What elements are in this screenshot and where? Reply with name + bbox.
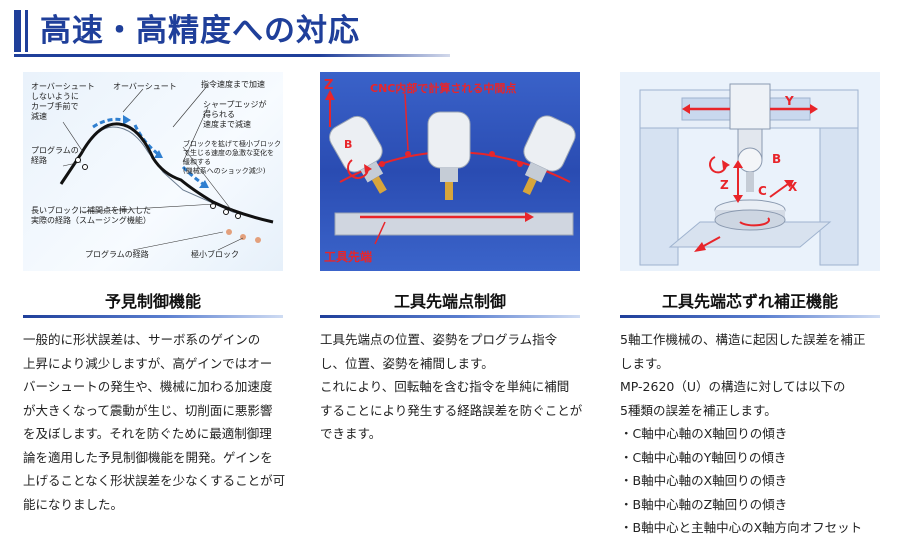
intermediate-point [405, 151, 411, 157]
label-program-path-left: プログラムの 経路 [31, 146, 79, 165]
intermediate-point [517, 161, 523, 167]
misalignment-diagram-svg [639, 83, 859, 266]
body-line: 5軸工作機械の、構造に起因した誤差を補正 [620, 332, 866, 347]
body-line: ・B軸中心軸のX軸回りの傾き [620, 473, 788, 488]
body-line: ・B軸中心と主軸中心のX軸方向オフセット [620, 520, 863, 535]
decel-arrow [181, 165, 204, 186]
section-title: 予見制御機能 [104, 292, 201, 311]
page-title: 高速・高精度への対応 [40, 13, 360, 49]
tool-tip-label: 工具先端 [324, 250, 373, 264]
tool-tip-leader [374, 221, 386, 245]
z-arrow-down [733, 195, 743, 203]
label-program-path-bottom: プログラムの経路 [85, 250, 149, 259]
body-line: バーシュートの発生や、機械に加わる加速度 [23, 379, 273, 394]
decel-arrow-head [199, 180, 209, 188]
lookahead-diagram-svg [59, 84, 274, 251]
y-axis-label: Y [785, 94, 794, 108]
label-interp-points: 長いブロックに補間点を挿入した 実際の経路（スムージング機能） [31, 206, 151, 225]
x-arrow [784, 180, 794, 188]
x-axis-label: X [788, 180, 798, 194]
y-arrow-left [682, 104, 690, 114]
spindle-head-right [522, 115, 576, 195]
workpiece-plate [334, 212, 574, 236]
tool-center-point-diagram: Z CNC内部で計算される中間点 B 工具先端 [320, 72, 580, 271]
tool-tip-arrow-head [525, 212, 534, 222]
body-line: MP-2620（U）の構造に対しては以下の [620, 379, 846, 394]
accel-arrow-1 [92, 117, 124, 129]
body-line: 5種類の誤差を補正します。 [620, 402, 777, 418]
path-point [235, 213, 241, 219]
cnc-point-label: CNC内部で計算される中間点 [370, 82, 517, 95]
section-body-misalignment: 5軸工作機械の、構造に起因した誤差を補正 します。 MP-2620（U）の構造に… [620, 328, 888, 540]
intermediate-point [489, 151, 495, 157]
x-arrow-table [694, 242, 706, 252]
actual-path-line [59, 122, 274, 224]
body-line: 論を適用した予見制御機能を開発。ゲインを [23, 449, 273, 465]
lookahead-control-diagram: オーバーシュート しないように カーブ手前で 減速 オーバーシュート 指令速度ま… [23, 72, 283, 271]
body-line: これにより、回転軸を含む指令を単純に補間 [320, 379, 570, 394]
path-point [223, 209, 229, 215]
title-underline [14, 54, 450, 57]
title-accent-bar-thin [25, 10, 28, 52]
body-line: 能になりました。 [23, 496, 124, 512]
path-point [82, 164, 88, 170]
body-line: が大きくなって震動が生じ、切削面に悪影響 [23, 402, 273, 418]
tool [746, 172, 754, 192]
section-body-lookahead: 一般的に形状誤差は、サーボ系のゲインの 上昇により減少しますが、高ゲインではオー… [23, 328, 288, 516]
section-heading-tcp: 工具先端点制御 [320, 290, 580, 318]
spindle-head-left [329, 115, 387, 194]
body-line: ・C軸中心軸のY軸回りの傾き [620, 449, 787, 465]
title-accent-bar [14, 10, 21, 52]
label-accel: 指令速度まで加速 [201, 80, 265, 89]
tcp-diagram-svg [325, 90, 576, 245]
body-line: ・C軸中心軸のX軸回りの傾き [620, 426, 788, 441]
section-title: 工具先端点制御 [393, 292, 506, 311]
body-line: 上げることなく形状誤差を少なくすることが可 [23, 473, 286, 488]
section-heading-lookahead: 予見制御機能 [23, 290, 283, 318]
accel-arrow-1-head [123, 115, 131, 125]
section-underline [23, 315, 283, 318]
label-sharp-edge: シャープエッジが 得られる 速度まで減速 [203, 100, 267, 129]
b-axis-label: B [772, 152, 782, 166]
accel-arrow-2-head [154, 150, 163, 158]
body-line: し、位置、姿勢を補間します。 [320, 355, 494, 371]
b-rotation-arrow [347, 159, 369, 179]
section-underline [620, 315, 880, 318]
b-axis-head [737, 147, 763, 173]
y-arrow-right [810, 104, 818, 114]
b-axis-label: B [344, 138, 353, 151]
body-line: することにより発生する経路誤差を防ぐことが [320, 402, 583, 418]
label-overshoot-avoid: オーバーシュート しないように カーブ手前で 減速 [31, 82, 95, 121]
path-point [210, 203, 216, 209]
b-rotation-arrow [709, 156, 728, 174]
z-axis-label: Z [720, 178, 729, 192]
section-heading-misalignment: 工具先端芯ずれ補正機能 [620, 290, 880, 318]
label-tiny-block: 極小ブロック [191, 250, 239, 259]
tiny-block-point [226, 229, 232, 235]
body-line: 一般的に形状誤差は、サーボ系のゲインの [23, 332, 261, 347]
section-body-tcp: 工具先端点の位置、姿勢をプログラム指令 し、位置、姿勢を補間します。 これにより… [320, 328, 590, 446]
spindle-head-center [427, 111, 471, 200]
body-line: 上昇により減少しますが、高ゲインではオー [23, 355, 273, 371]
tiny-block-point [255, 237, 261, 243]
head-carriage [729, 83, 771, 130]
z-axis-label: Z [324, 78, 334, 93]
intermediate-point [379, 161, 385, 167]
misalignment-diagram: Y B Z C X [620, 72, 880, 271]
body-line: ・B軸中心軸のZ軸回りの傾き [620, 496, 788, 512]
section-title: 工具先端芯ずれ補正機能 [661, 292, 838, 311]
z-arrow-up [733, 160, 743, 168]
z-axis-head [325, 90, 335, 100]
table-base [668, 221, 832, 248]
c-axis-label: C [758, 184, 767, 198]
body-line: できます。 [320, 426, 382, 441]
label-overshoot: オーバーシュート [113, 82, 177, 91]
section-underline [320, 315, 580, 318]
cnc-leader [404, 93, 409, 151]
body-line: 工具先端点の位置、姿勢をプログラム指令 [320, 332, 558, 347]
label-block-connect: ブロックを拡げて極小ブロック で生じる速度の急激な変化を 緩和する (機械系への… [183, 140, 281, 175]
body-line: します。 [620, 355, 669, 371]
c-rotation-arrow [739, 217, 771, 227]
body-line: を及ぼします。それを防ぐために最適制御理 [23, 426, 272, 441]
